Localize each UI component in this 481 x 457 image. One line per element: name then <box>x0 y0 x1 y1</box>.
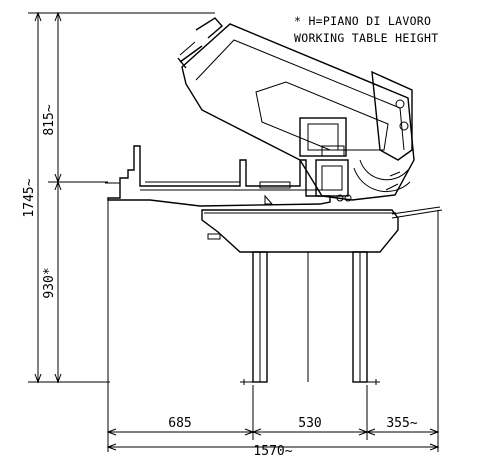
dim-table-height: 930* <box>42 267 57 298</box>
pivot-column <box>315 159 349 197</box>
feet <box>240 379 380 385</box>
horizontal-dimensions: 685 530 355~ 1570~ <box>106 200 440 457</box>
dim-total-height: 1745~ <box>22 178 37 217</box>
pulley-cover <box>371 70 413 161</box>
dim-right-width: 355~ <box>386 416 417 431</box>
dim-left-width: 685 <box>168 416 191 431</box>
total-height-arrows <box>34 11 42 384</box>
vertical-dimensions: 1745~ 815~ 930* <box>22 11 215 384</box>
vise-and-bar-support <box>107 145 331 207</box>
blade-wheel-arc <box>359 159 409 181</box>
note-line-2: WORKING TABLE HEIGHT <box>294 31 439 45</box>
blade-guard <box>255 81 389 151</box>
table-tray <box>201 209 399 253</box>
saw-arm-body <box>181 23 415 201</box>
drain-plug <box>207 233 221 240</box>
arm-handle <box>177 17 223 69</box>
dim-middle-width: 530 <box>298 416 321 431</box>
upper-dim-arrows <box>106 428 440 436</box>
work-table <box>105 145 331 207</box>
lower-dim-arrows <box>106 443 440 451</box>
machine-stand <box>201 206 443 385</box>
partial-height-arrows <box>54 11 62 384</box>
outfeed-support <box>391 206 443 219</box>
dim-upper-height: 815~ <box>42 104 57 135</box>
dim-total-width: 1570~ <box>253 444 292 457</box>
saw-arm <box>177 17 415 202</box>
note-line-1: * H=PIANO DI LAVORO <box>294 14 432 28</box>
